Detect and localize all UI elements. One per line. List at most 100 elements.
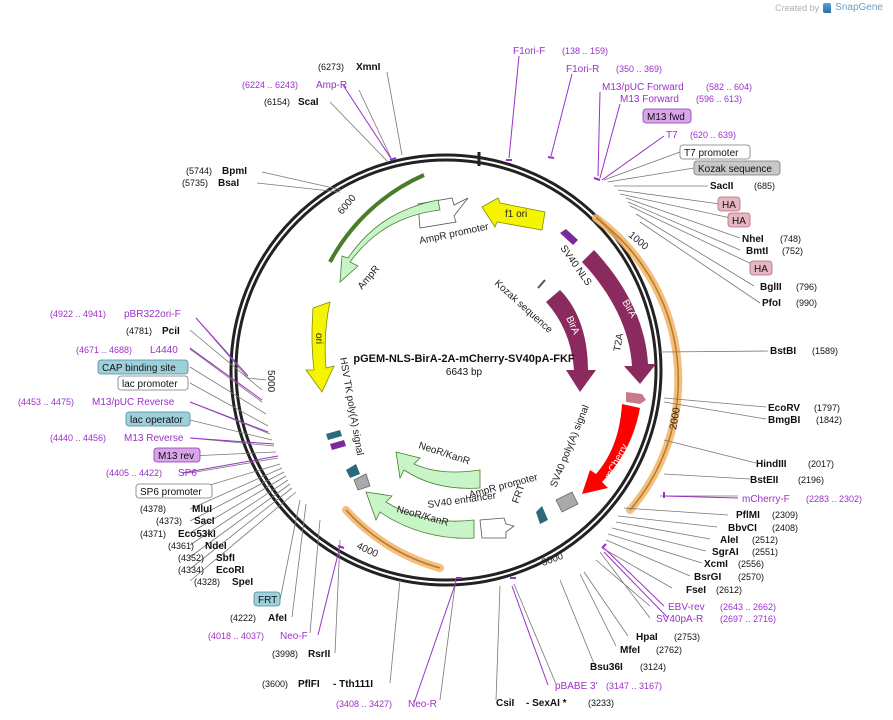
- svg-text:(4405 .. 4422): (4405 .. 4422): [106, 468, 162, 478]
- enzyme-scai[interactable]: (6154) ScaI: [264, 97, 319, 108]
- feature-ha-3[interactable]: HA: [749, 260, 773, 276]
- primer-pbr322ori-f[interactable]: (4922 .. 4941) pBR322ori-F: [50, 309, 181, 320]
- svg-text:(4453 .. 4475): (4453 .. 4475): [18, 397, 74, 407]
- svg-text:L4440: L4440: [150, 345, 178, 356]
- svg-text:(6224 .. 6243): (6224 .. 6243): [242, 80, 298, 90]
- ampr-label: AmpR: [356, 264, 382, 292]
- primer-ebv-rev[interactable]: EBV-rev (2643 .. 2662): [668, 602, 776, 613]
- ampr-promoter-arrow: [417, 197, 469, 229]
- svg-text:M13 rev: M13 rev: [158, 451, 194, 462]
- enzyme-xmni[interactable]: (6273) XmnI: [318, 62, 381, 73]
- enzyme-bsteii[interactable]: BstEII (2196): [750, 475, 824, 486]
- enzyme-sacii[interactable]: SacII (685): [710, 181, 775, 192]
- feature-lac-operator[interactable]: lac operator: [125, 411, 191, 427]
- enzyme-bstbi[interactable]: BstBI (1589): [770, 346, 838, 357]
- snapgene-logo-icon: [823, 2, 832, 13]
- svg-text:(2643 .. 2662): (2643 .. 2662): [720, 602, 776, 612]
- feature-ha-1[interactable]: HA: [717, 196, 741, 212]
- kozak-mark: [537, 279, 546, 289]
- enzyme-bsai[interactable]: (5735) BsaI: [182, 178, 239, 189]
- enzyme-bsrgi[interactable]: BsrGI (2570): [694, 572, 764, 583]
- primer-mcherry-f[interactable]: mCherry-F (2283 .. 2302): [742, 494, 862, 505]
- feature-cap-binding-site[interactable]: CAP binding site: [97, 359, 189, 375]
- enzyme-pcii[interactable]: (4781) PciI: [126, 326, 180, 337]
- svg-text:(5744): (5744): [186, 166, 212, 176]
- enzyme-sgrai[interactable]: SgrAI (2551): [712, 547, 778, 558]
- svg-text:CsiI: CsiI: [496, 698, 515, 709]
- enzyme-hpai[interactable]: HpaI (2753): [636, 632, 700, 643]
- primer-f1ori-f[interactable]: F1ori-F (138 .. 159): [513, 46, 608, 57]
- enzyme-bbvci[interactable]: BbvCI (2408): [728, 523, 798, 534]
- svg-text:RsrII: RsrII: [308, 649, 330, 660]
- enzyme-ecori[interactable]: (4334) EcoRI: [178, 565, 245, 576]
- leader-lines: [189, 71, 769, 701]
- primer-neo-f[interactable]: (4018 .. 4037) Neo-F: [208, 631, 308, 642]
- sv40pa-mark: [555, 491, 579, 513]
- primer-sp6[interactable]: (4405 .. 4422) SP6: [106, 468, 197, 479]
- enzyme-bmti[interactable]: BmtI (752): [746, 246, 803, 257]
- enzyme-bmgbi[interactable]: BmgBI (1842): [768, 415, 842, 426]
- enzyme-hindiii[interactable]: HindIII (2017): [756, 459, 834, 470]
- feature-ha-2[interactable]: HA: [727, 212, 751, 228]
- svg-text:XmnI: XmnI: [356, 62, 381, 73]
- enzyme-eco53ki[interactable]: (4371) Eco53kI: [140, 529, 216, 540]
- enzyme-xcmi[interactable]: XcmI (2556): [704, 559, 764, 570]
- primer-l4440[interactable]: (4671 .. 4688) L4440: [76, 345, 178, 356]
- feature-kozak-sequence[interactable]: Kozak sequence: [693, 160, 781, 176]
- neokan-inner-arrow: [395, 451, 481, 489]
- primer-m13-forward[interactable]: M13 Forward (596 .. 613): [620, 94, 742, 105]
- feature-frt[interactable]: FRT: [253, 591, 281, 607]
- feature-lac-promoter[interactable]: lac promoter: [117, 375, 189, 391]
- primer-m13-reverse[interactable]: (4440 .. 4456) M13 Reverse: [50, 433, 184, 444]
- tick-3000: 3000: [540, 551, 565, 569]
- svg-text:PciI: PciI: [162, 326, 180, 337]
- enzyme-bpmi[interactable]: (5744) BpmI: [186, 166, 247, 177]
- svg-text:(3124): (3124): [640, 662, 666, 672]
- feature-sp6-promoter[interactable]: SP6 promoter: [135, 483, 213, 499]
- ampr-arrow: [339, 199, 441, 283]
- primer-m13-puc-reverse[interactable]: (4453 .. 4475) M13/pUC Reverse: [18, 397, 175, 408]
- enzyme-nhei[interactable]: NheI (748): [742, 234, 801, 245]
- svg-text:(2196): (2196): [798, 475, 824, 485]
- svg-text:XcmI: XcmI: [704, 559, 728, 570]
- enzyme-bsu36i[interactable]: Bsu36I (3124): [590, 662, 666, 673]
- enzyme-mlui[interactable]: (4378) MluI: [140, 504, 212, 515]
- svg-text:SbfI: SbfI: [216, 553, 235, 564]
- enzyme-pflmi[interactable]: PflMI (2309): [736, 510, 798, 521]
- feature-t7-promoter[interactable]: T7 promoter: [679, 144, 751, 160]
- sv40enh-label: SV40 enhancer: [427, 490, 497, 511]
- enzyme-pflfi[interactable]: (3600) PflFI - Tth111I: [262, 679, 373, 690]
- enzyme-saci[interactable]: (4373) SacI: [156, 516, 215, 527]
- enzyme-ndei[interactable]: (4361) NdeI: [168, 541, 227, 552]
- primer-f1ori-r[interactable]: F1ori-R (350 .. 369): [566, 64, 662, 75]
- svg-text:(3600): (3600): [262, 679, 288, 689]
- enzyme-rsrii[interactable]: (3998) RsrII: [272, 649, 330, 660]
- primer-pbabe-3[interactable]: pBABE 3' (3147 .. 3167): [555, 681, 662, 692]
- svg-text:NheI: NheI: [742, 234, 764, 245]
- primer-markers: [337, 156, 665, 579]
- plasmid-name: pGEM-NLS-BirA-2A-mCherry-SV40pA-FKF: [353, 353, 575, 365]
- feature-m13-rev[interactable]: M13 rev: [153, 447, 201, 463]
- svg-text:BmtI: BmtI: [746, 246, 768, 257]
- enzyme-pfoi[interactable]: PfoI (990): [762, 298, 817, 309]
- svg-text:PflFI: PflFI: [298, 679, 320, 690]
- enzyme-bglii[interactable]: BglII (796): [760, 282, 817, 293]
- svg-text:(4378): (4378): [140, 504, 166, 514]
- svg-text:Eco53kI: Eco53kI: [178, 529, 216, 540]
- enzyme-fsei[interactable]: FseI (2612): [686, 585, 742, 596]
- enzyme-mfei[interactable]: MfeI (2762): [620, 645, 682, 656]
- primer-m13-puc-forward[interactable]: M13/pUC Forward (582 .. 604): [602, 82, 752, 93]
- enzyme-afei[interactable]: (4222) AfeI: [230, 613, 287, 624]
- primer-neo-r[interactable]: (3408 .. 3427) Neo-R: [336, 699, 437, 710]
- primer-ampr[interactable]: (6224 .. 6243) Amp-R: [242, 80, 347, 91]
- enzyme-csii[interactable]: CsiI - SexAI * (3233): [496, 698, 614, 709]
- svg-text:EBV-rev: EBV-rev: [668, 602, 705, 613]
- enzyme-alei[interactable]: AleI (2512): [720, 535, 778, 546]
- enzyme-sbfi[interactable]: (4352) SbfI: [178, 553, 235, 564]
- enzyme-ecorv[interactable]: EcoRV (1797): [768, 403, 840, 414]
- enzyme-spei[interactable]: (4328) SpeI: [194, 577, 253, 588]
- feature-m13-fwd[interactable]: M13 fwd: [642, 108, 692, 124]
- primer-sv40pa-r[interactable]: SV40pA-R (2697 .. 2716): [656, 614, 776, 625]
- svg-text:BmgBI: BmgBI: [768, 415, 800, 426]
- primer-t7[interactable]: T7 (620 .. 639): [666, 130, 736, 141]
